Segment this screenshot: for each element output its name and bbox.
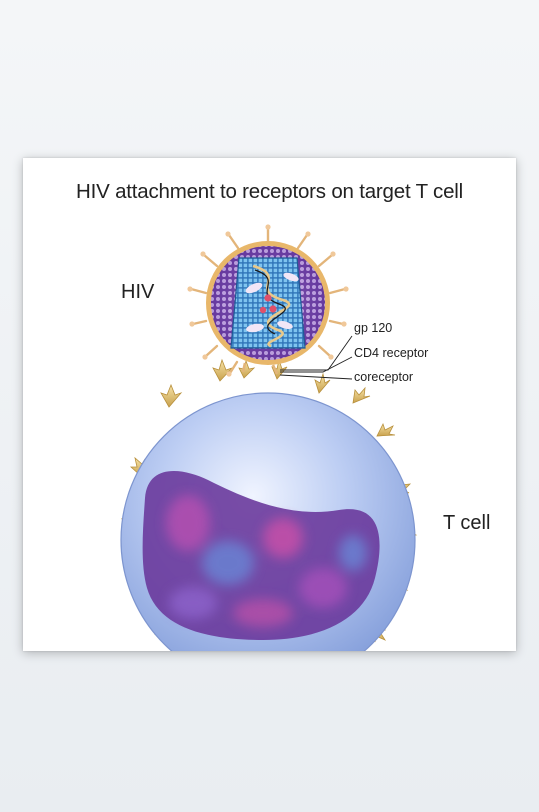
gp120-binding — [241, 362, 279, 375]
leader-lines — [279, 335, 353, 380]
hiv-rna — [252, 264, 291, 348]
hiv-spikes — [189, 226, 347, 375]
label-hiv: HIV — [121, 281, 155, 303]
diagram-title: HIV attachment to receptors on target T … — [76, 180, 463, 203]
label-coreceptor: coreceptor — [354, 370, 414, 384]
hiv-enzymes — [245, 272, 299, 333]
t-cell-nucleus — [142, 471, 380, 640]
diagram-art — [120, 224, 418, 651]
label-gp120: gp 120 — [354, 321, 393, 335]
diagram-card: HIV attachment to receptors on target T … — [23, 158, 516, 651]
label-t-cell: T cell — [443, 512, 491, 534]
label-cd4-receptor: CD4 receptor — [354, 346, 429, 360]
hiv-capsid — [230, 257, 306, 349]
